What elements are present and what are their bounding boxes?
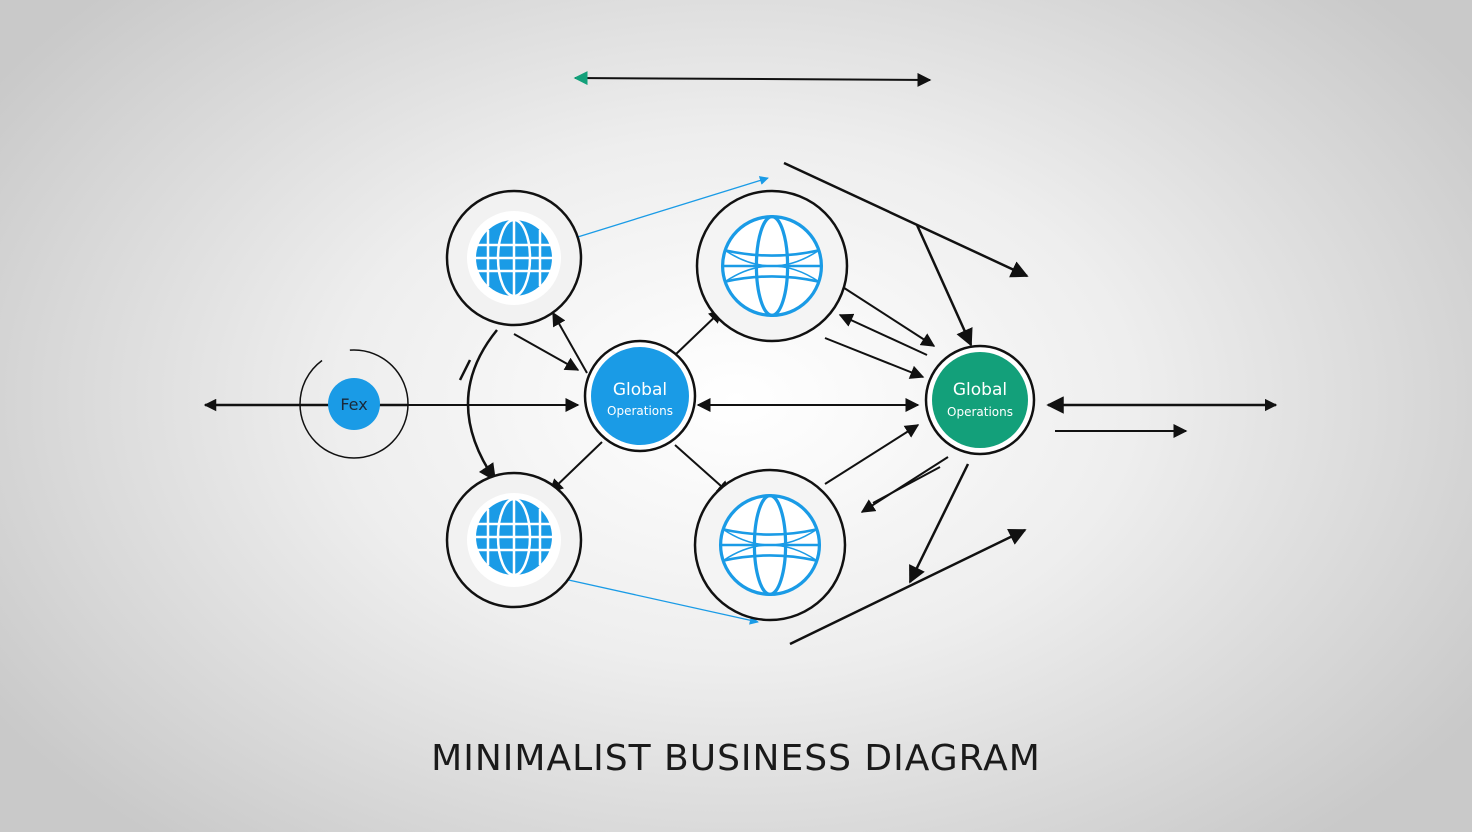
connector [783, 161, 1029, 278]
globe-node-top-left [445, 189, 583, 327]
connector [872, 466, 941, 504]
globe-icon [718, 493, 822, 597]
connector [548, 441, 603, 493]
fex-node: Fex [299, 349, 409, 459]
globe-icon [474, 218, 554, 298]
globe-node-top-center [695, 189, 849, 343]
blue-connector [554, 576, 759, 625]
hub-blue-line1: Global [613, 380, 667, 400]
global-operations-hub-green: Global Operations [924, 344, 1036, 456]
globe-node-bottom-left [445, 471, 583, 609]
connector [466, 329, 498, 482]
connector [458, 359, 472, 381]
connector [824, 424, 920, 485]
connector [860, 456, 949, 513]
connector [838, 313, 928, 356]
hub-green-line1: Global [953, 380, 1007, 400]
connector [915, 224, 973, 347]
globe-icon [474, 497, 554, 577]
connector [824, 337, 925, 379]
connector [552, 311, 588, 374]
connector [789, 528, 1027, 646]
hub-green-line2: Operations [947, 405, 1013, 419]
globe-icon [720, 214, 824, 318]
top-arrow [573, 71, 932, 87]
fex-label: Fex [340, 395, 367, 414]
hub-blue-line2: Operations [607, 404, 673, 418]
connector [908, 463, 970, 584]
connector [674, 444, 732, 495]
connector [513, 333, 580, 371]
blue-connector [567, 176, 769, 241]
connector [823, 271, 936, 347]
globe-node-bottom-center [693, 468, 847, 622]
diagram-caption: MINIMALIST BUSINESS DIAGRAM [431, 738, 1041, 779]
connector [673, 309, 724, 357]
global-operations-hub-blue: Global Operations [583, 339, 697, 453]
